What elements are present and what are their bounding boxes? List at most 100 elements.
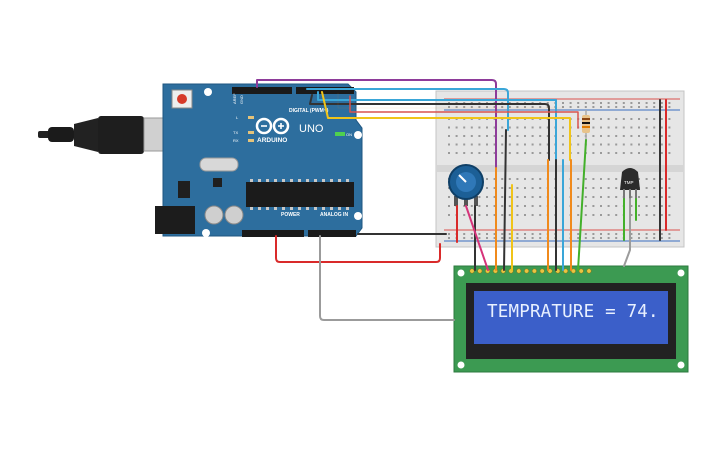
breadboard-hole [660,106,663,108]
breadboard-hole [448,135,450,137]
breadboard-hole [577,135,580,137]
breadboard-hole [524,205,526,207]
power-header[interactable] [242,230,304,237]
breadboard-hole [592,135,595,137]
lcd-pin[interactable] [586,268,592,274]
breadboard-hole [592,126,595,129]
temperature-sensor[interactable]: TMP [620,168,640,199]
breadboard-hole [539,135,542,137]
breadboard-hole [653,152,656,154]
breadboard-hole [600,233,602,235]
tx-label: TX [233,130,238,135]
breadboard-hole [607,152,610,154]
l-label: L [236,115,239,120]
breadboard-hole [638,106,640,108]
breadboard-hole [668,187,671,189]
arduino-board[interactable]: ARDUINO UNO DIGITAL (PWM~) POWER ANALOG … [155,83,363,237]
wire-gray-sensor [623,198,631,267]
breadboard-hole [539,214,542,216]
breadboard-hole [508,187,511,189]
lcd-pin[interactable] [524,268,530,274]
breadboard-hole [592,233,595,235]
breadboard-hole [600,152,602,154]
breadboard-hole [645,102,648,104]
breadboard-hole [653,106,656,108]
breadboard-hole [638,196,640,198]
wire-magenta-pot [465,205,489,271]
breadboard-hole [645,126,648,129]
breadboard-hole [638,118,640,120]
breadboard-hole [516,126,519,129]
breadboard-hole [577,178,580,180]
breadboard-hole [493,233,496,235]
digital-header-right[interactable] [296,87,354,94]
on-label: ON [346,132,352,137]
lcd-pin[interactable] [563,268,569,274]
potentiometer[interactable] [448,164,484,206]
breadboard-hole [546,143,549,146]
breadboard-hole [486,205,488,207]
breadboard-hole [668,118,671,120]
lcd-pin[interactable] [469,268,475,274]
breadboard-hole [645,178,648,180]
breadboard-hole [524,143,526,146]
breadboard-hole [524,196,526,198]
breadboard-hole [638,143,640,146]
breadboard-hole [546,126,549,129]
breadboard-hole [630,106,633,108]
breadboard-hole [577,214,580,216]
breadboard-hole [577,143,580,146]
breadboard-hole [600,126,602,129]
breadboard-hole [508,126,511,129]
digital-header-left[interactable] [232,87,292,94]
breadboard-hole [600,196,602,198]
wire-red-top [349,95,579,129]
analog-label: ANALOG IN [320,212,348,218]
reset-button[interactable] [177,94,187,104]
breadboard-hole [622,126,625,129]
breadboard-hole [653,135,656,137]
breadboard-hole [508,143,511,146]
breadboard-hole [660,152,663,154]
breadboard-hole [478,233,481,235]
lcd-module[interactable] [453,265,689,373]
breadboard-hole [516,205,519,207]
breadboard-hole [630,152,633,154]
breadboard-hole [668,178,671,180]
breadboard-hole [524,233,526,235]
lcd-pin[interactable] [539,268,545,274]
breadboard-hole [463,126,466,129]
breadboard-hole [486,214,488,216]
breadboard-hole [638,233,640,235]
breadboard-hole [501,126,504,129]
lcd-pin[interactable] [531,268,537,274]
breadboard-hole [531,152,534,154]
breadboard-hole [607,233,610,235]
breadboard-hole [516,178,519,180]
breadboard-hole [615,118,618,120]
breadboard-hole [524,126,526,129]
breadboard-hole [516,152,519,154]
analog-header[interactable] [308,230,356,237]
breadboard-hole [653,102,656,104]
resistor[interactable] [582,110,590,140]
breadboard-hole [622,102,625,104]
breadboard-hole [455,152,458,154]
lcd-pin[interactable] [578,268,584,274]
breadboard-hole [478,106,481,108]
breadboard-hole [562,135,564,137]
breadboard-hole [516,135,519,137]
breadboard-hole [615,205,618,207]
lcd-pin[interactable] [516,268,522,274]
wire-orange-top [337,92,564,109]
breadboard-hole [607,178,610,180]
breadboard-hole [645,106,648,108]
lcd-pin[interactable] [570,268,576,274]
lcd-pin[interactable] [477,268,483,274]
breadboard-hole [546,102,549,104]
breadboard-hole [524,237,526,239]
breadboard-hole [539,237,542,239]
breadboard-hole [592,205,595,207]
breadboard-hole [645,143,648,146]
breadboard-hole [660,102,663,104]
